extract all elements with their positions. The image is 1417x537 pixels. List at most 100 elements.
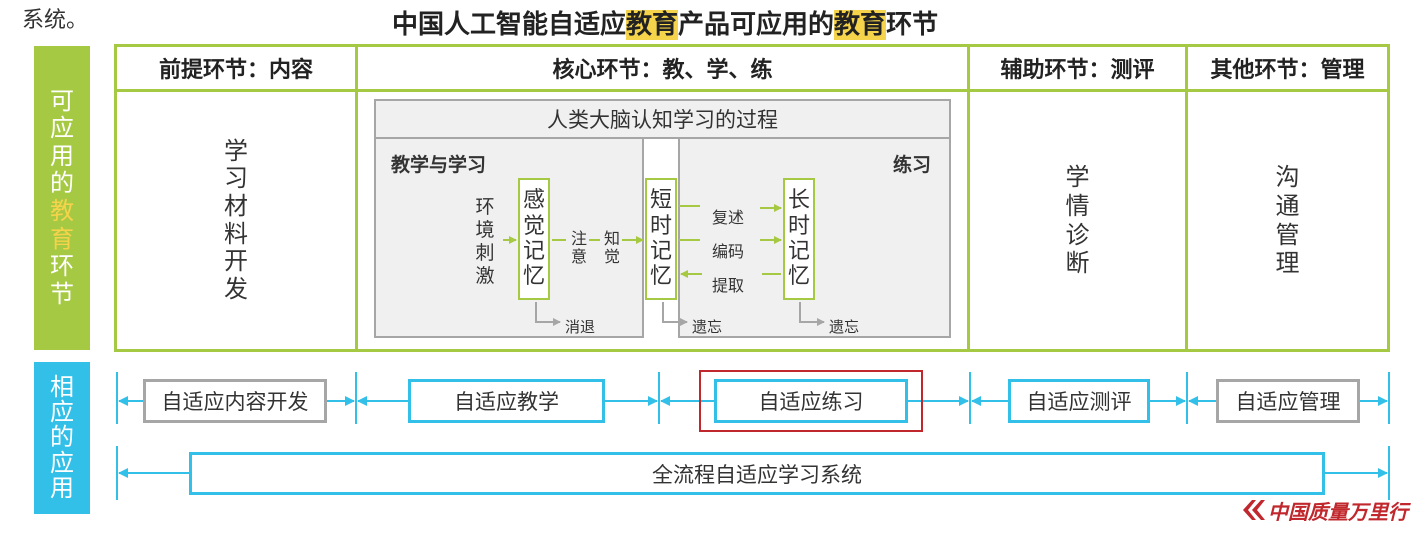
text-char: 知 xyxy=(603,229,620,249)
title-part: 环节 xyxy=(886,10,939,40)
label-char: 相 xyxy=(50,373,74,402)
practice-label: 练习 xyxy=(893,154,932,176)
text-char: 记 xyxy=(649,239,672,264)
full-process-system: 全流程自适应学习系统 xyxy=(189,452,1325,495)
title-part: 产品可应用的 xyxy=(678,10,835,40)
forget-label-short: 遗忘 xyxy=(692,318,723,336)
header-core: 核心环节：教、学、练 xyxy=(552,58,773,83)
app-practice-highlight-frame xyxy=(699,370,923,432)
label-char: 可 xyxy=(50,86,74,115)
text-char: 习 xyxy=(224,164,248,193)
label-char: 育 xyxy=(50,224,74,253)
long-memory-box: 长 时 记 忆 xyxy=(783,178,815,300)
fade-label: 消退 xyxy=(565,318,596,336)
label-char: 应 xyxy=(50,448,74,477)
attention-label: 注 意 xyxy=(568,228,590,268)
label-char: 应 xyxy=(50,114,74,143)
app-management: 自适应管理 xyxy=(1216,379,1360,423)
label-char: 环 xyxy=(50,252,74,281)
text-char: 忆 xyxy=(649,264,672,290)
text-char: 忆 xyxy=(522,264,545,290)
brand-logo: 中国质量万里行 xyxy=(1240,496,1408,524)
gray-arrows xyxy=(535,302,825,326)
aux-text: 学 情 诊 断 xyxy=(970,92,1185,349)
text-char: 时 xyxy=(787,213,810,239)
text-char: 诊 xyxy=(1065,220,1090,249)
header-other: 其他环节：管理 xyxy=(1210,58,1365,83)
text-char: 环 xyxy=(475,196,495,219)
label-char: 的 xyxy=(50,169,74,198)
label-char: 用 xyxy=(50,141,74,170)
perception-label: 知 觉 xyxy=(601,228,623,268)
text-char: 忆 xyxy=(787,264,810,290)
retrieve-label: 提取 xyxy=(712,276,745,295)
text-char: 断 xyxy=(1065,249,1090,278)
app-teaching: 自适应教学 xyxy=(408,379,605,423)
text-char: 时 xyxy=(649,213,672,239)
arrow-long-forget xyxy=(799,302,825,326)
text-char: 管 xyxy=(1275,220,1300,249)
label-char: 应 xyxy=(50,398,74,427)
text-char: 发 xyxy=(224,274,248,303)
text-char: 学 xyxy=(1065,162,1090,191)
text-char: 激 xyxy=(475,264,495,287)
text-char: 沟 xyxy=(1275,162,1300,191)
text-char: 通 xyxy=(1275,191,1300,220)
page-title: 中国人工智能自适应教育产品可应用的教育环节 xyxy=(392,4,938,41)
header-aux: 辅助环节：测评 xyxy=(1000,58,1155,83)
logo-text: 中国质量万里行 xyxy=(1268,499,1408,524)
header-premise: 前提环节：内容 xyxy=(158,58,313,83)
stages-table xyxy=(114,44,1390,352)
left-label-education-stages: 可 应 用 的 教 育 环 节 xyxy=(34,46,90,350)
teach-learn-label: 教学与学习 xyxy=(391,154,487,176)
text-char: 觉 xyxy=(522,213,545,239)
text-char: 学 xyxy=(224,136,248,165)
text-char: 开 xyxy=(224,247,248,276)
text-char: 感 xyxy=(522,188,545,214)
label-char: 教 xyxy=(50,197,74,225)
label-char: 用 xyxy=(50,473,74,502)
text-char: 觉 xyxy=(603,247,620,266)
app-assessment: 自适应测评 xyxy=(1008,379,1150,423)
title-highlight: 教育 xyxy=(834,10,887,40)
text-char: 刺 xyxy=(475,242,495,264)
encode-label: 编码 xyxy=(712,242,745,261)
text-char: 材 xyxy=(224,191,248,220)
text-char: 记 xyxy=(522,239,545,264)
column-divider xyxy=(355,44,358,352)
green-arrows xyxy=(503,204,782,278)
brain-title-bar: 人类大脑认知学习的过程 xyxy=(374,99,951,139)
text-char: 理 xyxy=(1275,249,1300,278)
arrow-short-forget xyxy=(662,302,688,326)
text-char: 短 xyxy=(649,188,672,214)
text-char: 意 xyxy=(570,247,587,266)
left-label-applications: 相 应 的 应 用 xyxy=(34,362,90,514)
forget-label-long: 遗忘 xyxy=(829,318,860,336)
caption-fragment: 系统。 xyxy=(22,8,89,33)
title-part: 中国人工智能自适应 xyxy=(392,10,627,40)
title-highlight: 教育 xyxy=(626,10,679,40)
other-text: 沟 通 管 理 xyxy=(1188,92,1387,349)
column-divider xyxy=(1185,44,1188,352)
premise-text: 学 习 材 料 开 发 xyxy=(117,92,355,349)
env-stimulus: 环 境 刺 激 xyxy=(472,188,498,296)
text-char: 长 xyxy=(787,188,810,214)
review-label: 复述 xyxy=(712,208,745,227)
text-char: 境 xyxy=(475,219,495,242)
short-memory-box: 短 时 记 忆 xyxy=(645,178,677,300)
text-char: 记 xyxy=(787,239,810,264)
column-divider xyxy=(967,44,970,352)
label-char: 的 xyxy=(50,423,74,452)
text-char: 注 xyxy=(570,229,587,249)
arrow-sensory-fade xyxy=(535,302,561,326)
logo-chevron-icon xyxy=(1243,500,1265,520)
sensory-memory-box: 感 觉 记 忆 xyxy=(518,178,550,300)
label-char: 节 xyxy=(50,279,74,308)
text-char: 情 xyxy=(1065,191,1090,220)
text-char: 料 xyxy=(224,219,248,248)
app-content-dev: 自适应内容开发 xyxy=(143,379,327,423)
header-divider xyxy=(114,89,1390,92)
app-practice: 自适应练习 xyxy=(714,379,908,423)
